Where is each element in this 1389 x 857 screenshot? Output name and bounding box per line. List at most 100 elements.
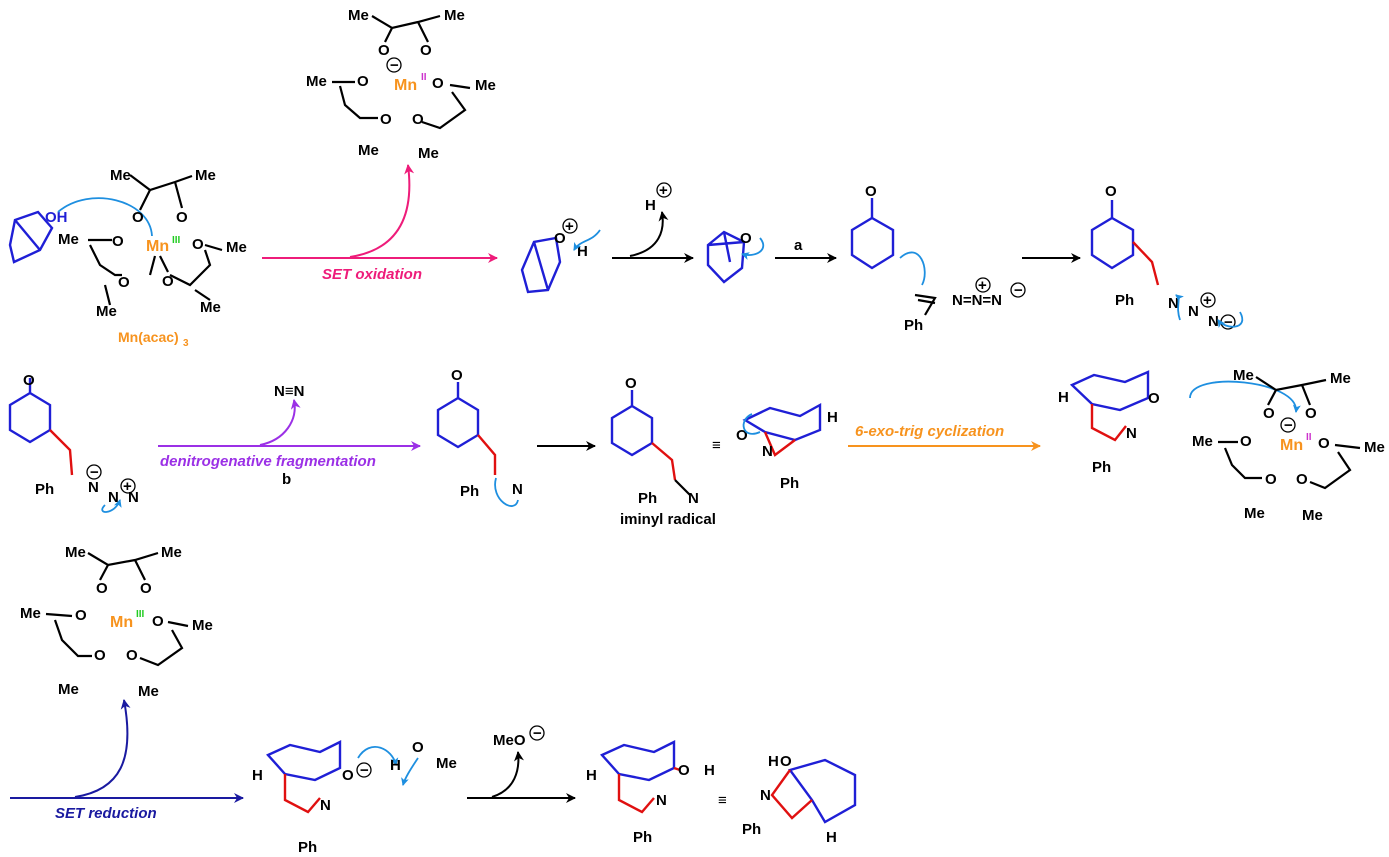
proton-label: H [645, 197, 656, 214]
ketone-radical-and-vinyl-azide: O N=N=N Ph + − [850, 183, 1026, 334]
iminyl-forming-intermediate: O Ph N [436, 367, 523, 507]
cyclization-label: 6-exo-trig cyclization [855, 423, 1004, 440]
mn-release-arrow [349, 164, 415, 258]
denitrogenative-label: denitrogenative fragmentation [160, 453, 376, 470]
svg-text:O: O [378, 42, 390, 59]
mn-II-complex-right: Me Me O O − Me O Mn II O Me O O Me Me [1192, 367, 1385, 524]
svg-text:Me: Me [475, 77, 496, 94]
oh-label: OH [45, 209, 68, 226]
svg-text:III: III [136, 609, 145, 620]
svg-text:Me: Me [436, 755, 457, 772]
step-b-label: b [282, 471, 291, 488]
svg-text:Ph: Ph [460, 483, 479, 500]
set-oxidation-label: SET oxidation [322, 266, 422, 283]
svg-text:Me: Me [20, 605, 41, 622]
svg-text:Me: Me [1364, 439, 1385, 456]
svg-text:Ph: Ph [1115, 292, 1134, 309]
svg-text:Ph: Ph [35, 481, 54, 498]
svg-text:O: O [192, 236, 204, 253]
svg-text:N: N [88, 479, 99, 496]
svg-text:−: − [1014, 282, 1023, 299]
svg-text:H: H [1058, 389, 1069, 406]
svg-text:+: + [659, 182, 668, 199]
set-reduction-label: SET reduction [55, 805, 157, 822]
svg-text:O: O [740, 230, 752, 247]
svg-text:N: N [108, 489, 119, 506]
svg-text:O: O [176, 209, 188, 226]
svg-text:O: O [140, 580, 152, 597]
svg-text:Ph: Ph [742, 821, 761, 838]
mn-acac3-complex: OH Me Me O O Me O Mn III O Me O O Me Me … [8, 167, 247, 349]
svg-text:Me: Me [306, 73, 327, 90]
svg-text:−: − [533, 725, 542, 742]
svg-text:H: H [586, 767, 597, 784]
svg-text:Me: Me [110, 167, 131, 184]
svg-text:Me: Me [358, 142, 379, 159]
azido-radical-intermediate: O Ph N N N + − [1090, 183, 1244, 331]
svg-text:Me: Me [348, 7, 369, 24]
alkoxy-radical-cation: O + H [520, 218, 601, 294]
svg-text:O: O [432, 75, 444, 92]
svg-text:O: O [152, 613, 164, 630]
svg-text:Me: Me [195, 167, 216, 184]
mn-atom-II: Mn [394, 77, 417, 94]
svg-text:H: H [252, 767, 263, 784]
svg-text:N: N [760, 787, 771, 804]
svg-text:−: − [1224, 314, 1233, 331]
svg-text:O: O [357, 73, 369, 90]
svg-text:H: H [768, 753, 779, 770]
svg-text:Me: Me [226, 239, 247, 256]
svg-text:II: II [1306, 432, 1312, 443]
svg-text:O: O [412, 739, 424, 756]
mn-II-complex-top: Me Me O O − Me O Mn II O Me O O Me Me [306, 7, 496, 162]
iminyl-radical: O Ph N iminyl radical [610, 375, 716, 528]
svg-text:Me: Me [200, 299, 221, 316]
svg-text:O: O [412, 111, 424, 128]
bicyclic-alkoxy-radical: H N Ph O [1058, 370, 1301, 476]
svg-text:Me: Me [161, 544, 182, 561]
svg-text:Me: Me [1302, 507, 1323, 524]
svg-text:Ph: Ph [780, 475, 799, 492]
bicyclic-alkoxide: H N Ph O − H O Me [252, 739, 457, 856]
svg-text:O: O [1296, 471, 1308, 488]
svg-text:H: H [390, 757, 401, 774]
svg-text:Me: Me [58, 681, 79, 698]
svg-text:Ph: Ph [904, 317, 923, 334]
svg-text:O: O [554, 230, 566, 247]
svg-text:O: O [1318, 435, 1330, 452]
svg-text:+: + [1203, 292, 1212, 309]
mn-atom: Mn [146, 238, 169, 255]
svg-text:+: + [565, 218, 574, 235]
svg-text:O: O [380, 111, 392, 128]
step-a-label: a [794, 237, 803, 254]
svg-text:Me: Me [1244, 505, 1265, 522]
svg-text:N: N [656, 792, 667, 809]
svg-text:Me: Me [444, 7, 465, 24]
svg-text:O: O [1305, 405, 1317, 422]
final-product: H N Ph O H [586, 740, 715, 846]
n2-label: N≡N [274, 383, 304, 400]
svg-text:N: N [1126, 425, 1137, 442]
svg-text:N: N [1188, 303, 1199, 320]
svg-text:N: N [128, 489, 139, 506]
svg-text:Ph: Ph [638, 490, 657, 507]
svg-text:Me: Me [1233, 367, 1254, 384]
svg-text:Me: Me [138, 683, 159, 700]
svg-text:Me: Me [96, 303, 117, 320]
methoxide-label: MeO [493, 732, 526, 749]
svg-text:+: + [978, 277, 987, 294]
svg-text:Me: Me [192, 617, 213, 634]
svg-text:O: O [94, 647, 106, 664]
svg-text:O: O [1263, 405, 1275, 422]
svg-text:H: H [827, 409, 838, 426]
mn-atom-III: Mn [110, 614, 133, 631]
svg-text:−: − [390, 57, 399, 74]
mn-III-complex-bottom: Me Me O O Me O Mn III O Me O O Me Me [20, 544, 213, 700]
svg-text:N: N [688, 490, 699, 507]
equivalent-sign-2: ≡ [718, 792, 727, 809]
svg-text:O: O [75, 607, 87, 624]
svg-text:Ph: Ph [1092, 459, 1111, 476]
azide-label: N=N=N [952, 292, 1002, 309]
mn-acac3-label: Mn(acac) [118, 329, 179, 345]
